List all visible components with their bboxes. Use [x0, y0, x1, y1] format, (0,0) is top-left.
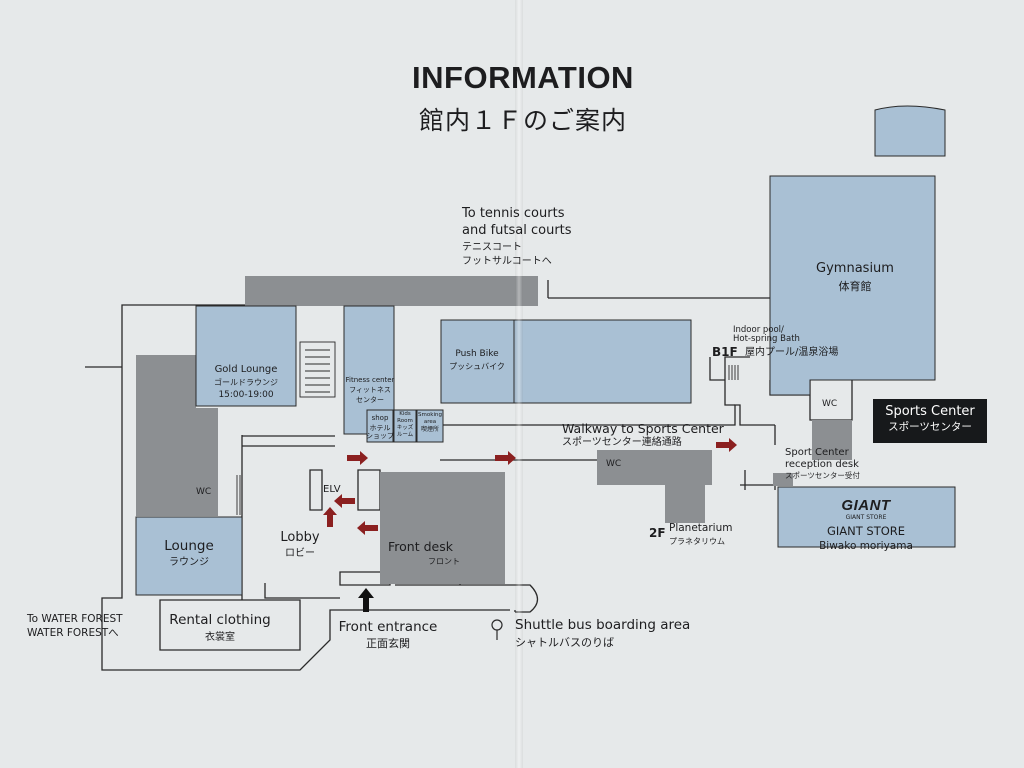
sports-center-label-jp: スポーツセンター: [888, 421, 972, 433]
planetarium-floor: 2F: [649, 526, 666, 540]
walkway-label-jp: スポーツセンター連絡通路: [562, 437, 682, 448]
fitness-label: Fitness center: [345, 376, 395, 384]
shop-room: [366, 409, 394, 443]
rental-clothing-label: Rental clothing: [169, 612, 271, 628]
pool-annex-room: [874, 105, 946, 157]
arrow-right-icon: [716, 438, 737, 452]
lounge-room: [135, 516, 243, 596]
arrow-up-icon: [323, 507, 337, 527]
kids-room-label-jp1: キッズ: [396, 425, 414, 431]
wc-label: WC: [606, 459, 622, 469]
shuttle-bus-label: Shuttle bus boarding area: [515, 617, 691, 633]
indoor-pool-label-en2: Hot-spring Bath: [733, 334, 800, 344]
gymnasium-room: [769, 175, 936, 396]
tennis-label-en2: and futsal courts: [462, 223, 572, 238]
direction-arrows: [323, 438, 737, 535]
rental-clothing-label-jp: 衣裳室: [205, 632, 235, 643]
giant-store-label: GIANT STORE: [826, 524, 906, 538]
push-bike-label: Push Bike: [455, 349, 499, 359]
lobby-label-jp: ロビー: [285, 548, 315, 559]
kids-room: [393, 409, 417, 443]
arrow-right-icon: [347, 451, 368, 465]
lounge-label-jp: ラウンジ: [169, 557, 209, 568]
push-bike-room: [440, 319, 692, 404]
gold-lounge-room: [195, 305, 297, 407]
stairs: [236, 341, 739, 515]
lobby-label: Lobby: [280, 530, 320, 545]
entrance-arrow-icon: [358, 588, 374, 612]
indoor-pool-label-jp: 屋内プール/温泉浴場: [745, 347, 839, 358]
smoking-label-jp: 喫煙所: [420, 426, 440, 433]
shuttle-bus-label-jp: シャトルバスのりば: [515, 636, 614, 649]
fitness-label-jp2: センター: [356, 396, 384, 404]
sport-reception-label-jp: スポーツセンター受付: [785, 471, 860, 480]
gold-lounge-hours: 15:00-19:00: [218, 390, 274, 400]
smoking-label1: Smoking: [418, 412, 442, 418]
indoor-pool-floor: B1F: [712, 345, 738, 359]
sports-center-label: Sports Center: [885, 404, 975, 419]
water-forest-label-jp: WATER FORESTへ: [27, 627, 119, 639]
gold-lounge-label-jp: ゴールドラウンジ: [214, 378, 278, 387]
front-entrance-label: Front entrance: [338, 619, 438, 635]
kids-room-label1: Kids: [399, 411, 411, 417]
arrow-left-icon: [334, 494, 355, 508]
tennis-label-jp1: テニスコート: [462, 242, 522, 253]
shop-label: shop: [371, 414, 389, 422]
giant-store-location: Biwako moriyama: [819, 540, 913, 552]
walkway-label: Walkway to Sports Center: [562, 421, 724, 436]
planetarium-label-jp: プラネタリウム: [669, 537, 725, 546]
gold-lounge-label: Gold Lounge: [214, 364, 278, 375]
shop-label-jp2: ショップ: [366, 432, 394, 440]
kids-room-label2: Room: [397, 418, 413, 424]
indoor-pool-label-en1: Indoor pool/: [733, 325, 784, 335]
gray-areas: [136, 276, 852, 584]
page-title: INFORMATION: [412, 60, 634, 95]
kids-room-label-jp2: ルーム: [396, 432, 414, 438]
tennis-label-jp2: フットサルコートへ: [462, 256, 552, 267]
wc-label: WC: [822, 399, 838, 409]
blue-rooms: [135, 105, 956, 596]
smoking-room: [416, 409, 444, 443]
page-subtitle: 館内１Ｆのご案内: [418, 106, 628, 135]
front-desk-label: Front desk: [388, 539, 453, 554]
paper-fold: [515, 0, 523, 768]
lounge-label: Lounge: [164, 538, 214, 554]
arrow-left-icon: [357, 521, 378, 535]
giant-logo: GIANT: [841, 497, 891, 514]
bus-stop-icon: [491, 619, 503, 640]
front-entrance-label-jp: 正面玄関: [366, 637, 410, 650]
elevator-label: ELV: [323, 484, 341, 495]
sport-reception-label1: Sport Center: [785, 447, 849, 458]
planetarium-label: Planetarium: [669, 522, 733, 534]
sport-reception-label2: reception desk: [785, 459, 859, 470]
wc-label: WC: [196, 487, 212, 497]
push-bike-label-jp: プッシュバイク: [449, 362, 505, 371]
gymnasium-label: Gymnasium: [816, 261, 894, 276]
gymnasium-label-jp: 体育館: [838, 280, 872, 293]
giant-store-room: [777, 486, 956, 548]
front-desk-label-jp: フロント: [428, 557, 460, 566]
fitness-label-jp1: フィットネス: [349, 386, 391, 394]
smoking-label2: area: [423, 419, 437, 425]
giant-store-small: GIANT STORE: [845, 514, 887, 521]
sports-center-badge: Sports Center スポーツセンター: [873, 399, 987, 443]
water-forest-label: To WATER FOREST: [27, 613, 123, 625]
tennis-label-en1: To tennis courts: [462, 206, 565, 221]
arrow-right-icon: [495, 451, 516, 465]
shop-label-jp1: ホテル: [369, 424, 391, 432]
